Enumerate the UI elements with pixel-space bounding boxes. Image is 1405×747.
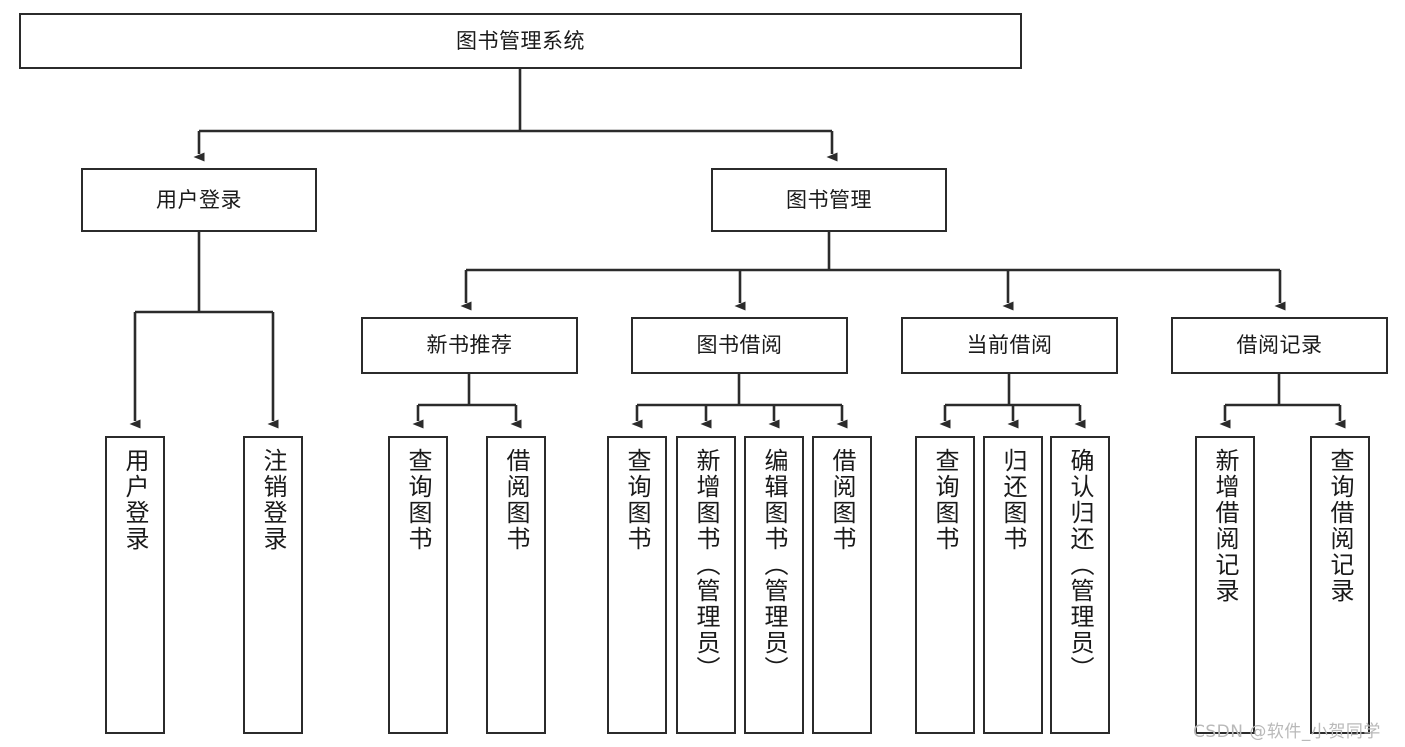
leaf-borrow-books-borrow-label: 借阅图书 bbox=[828, 448, 856, 552]
leaf-borrow-books-newbooks[interactable]: 借阅图书 bbox=[486, 436, 546, 734]
leaf-borrow-books-newbooks-label: 借阅图书 bbox=[502, 448, 530, 552]
leaf-borrow-books-borrow[interactable]: 借阅图书 bbox=[812, 436, 872, 734]
node-current-borrow[interactable]: 当前借阅 bbox=[901, 317, 1118, 374]
node-current-borrow-label: 当前借阅 bbox=[966, 333, 1053, 358]
node-book-management-label: 图书管理 bbox=[786, 187, 872, 212]
leaf-user-login[interactable]: 用户登录 bbox=[105, 436, 165, 734]
leaf-logout-label: 注销登录 bbox=[259, 448, 287, 552]
leaf-return-books-label: 归还图书 bbox=[999, 448, 1027, 552]
leaf-add-book-admin[interactable]: 新增图书（管理员） bbox=[676, 436, 736, 734]
node-user-login[interactable]: 用户登录 bbox=[81, 168, 317, 232]
node-root[interactable]: 图书管理系统 bbox=[19, 13, 1022, 69]
leaf-return-books[interactable]: 归还图书 bbox=[983, 436, 1043, 734]
leaf-add-borrow-record-label: 新增借阅记录 bbox=[1211, 448, 1239, 604]
leaf-confirm-return-admin-label: 确认归还（管理员） bbox=[1066, 448, 1094, 682]
leaf-edit-book-admin-label: 编辑图书（管理员） bbox=[760, 448, 788, 682]
node-new-book-recommend[interactable]: 新书推荐 bbox=[361, 317, 578, 374]
leaf-edit-book-admin[interactable]: 编辑图书（管理员） bbox=[744, 436, 804, 734]
leaf-query-books-current[interactable]: 查询图书 bbox=[915, 436, 975, 734]
node-borrow-records[interactable]: 借阅记录 bbox=[1171, 317, 1388, 374]
node-book-borrow-label: 图书借阅 bbox=[696, 333, 783, 358]
node-user-login-label: 用户登录 bbox=[156, 187, 242, 212]
leaf-query-books-newbooks-label: 查询图书 bbox=[404, 448, 432, 552]
leaf-logout[interactable]: 注销登录 bbox=[243, 436, 303, 734]
leaf-add-book-admin-label: 新增图书（管理员） bbox=[692, 448, 720, 682]
leaf-query-books-borrow-label: 查询图书 bbox=[623, 448, 651, 552]
node-new-book-recommend-label: 新书推荐 bbox=[426, 333, 513, 358]
leaf-query-books-current-label: 查询图书 bbox=[931, 448, 959, 552]
leaf-user-login-label: 用户登录 bbox=[121, 448, 149, 552]
leaf-add-borrow-record[interactable]: 新增借阅记录 bbox=[1195, 436, 1255, 734]
node-book-borrow[interactable]: 图书借阅 bbox=[631, 317, 848, 374]
csdn-watermark: CSDN @软件_小贺同学 bbox=[1193, 722, 1381, 742]
node-root-label: 图书管理系统 bbox=[456, 28, 585, 53]
node-book-management[interactable]: 图书管理 bbox=[711, 168, 947, 232]
leaf-confirm-return-admin[interactable]: 确认归还（管理员） bbox=[1050, 436, 1110, 734]
leaf-query-borrow-record-label: 查询借阅记录 bbox=[1326, 448, 1354, 604]
leaf-query-books-borrow[interactable]: 查询图书 bbox=[607, 436, 667, 734]
leaf-query-books-newbooks[interactable]: 查询图书 bbox=[388, 436, 448, 734]
leaf-query-borrow-record[interactable]: 查询借阅记录 bbox=[1310, 436, 1370, 734]
node-borrow-records-label: 借阅记录 bbox=[1236, 333, 1323, 358]
